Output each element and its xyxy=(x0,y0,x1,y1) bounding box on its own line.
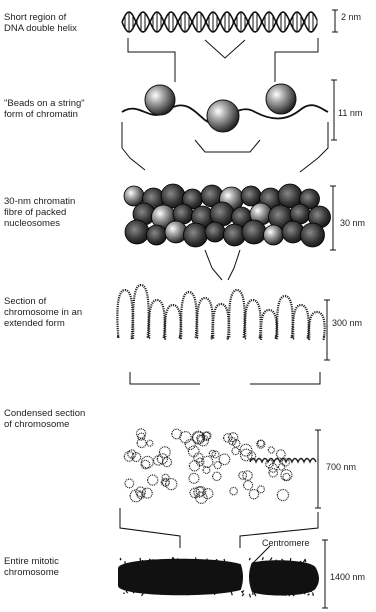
mitotic-chromosome xyxy=(118,557,319,597)
connector-5-6 xyxy=(120,508,318,548)
scale-bar-2nm xyxy=(332,10,338,32)
connector-3-4 xyxy=(205,250,240,280)
beads-on-string xyxy=(122,84,328,132)
connector-4-5 xyxy=(130,372,320,384)
dna-double-helix xyxy=(122,12,317,32)
condensed-chromosome-section xyxy=(124,429,316,504)
scale-bar-300nm xyxy=(324,300,330,360)
scale-bar-11nm xyxy=(331,80,337,140)
scale-bar-30nm xyxy=(330,186,336,250)
scale-bar-1400nm xyxy=(322,540,328,608)
connector-1-2 xyxy=(128,38,318,82)
30nm-fibre xyxy=(124,184,331,247)
scale-bar-700nm xyxy=(315,430,321,508)
extended-chromosome-loops xyxy=(117,285,324,339)
